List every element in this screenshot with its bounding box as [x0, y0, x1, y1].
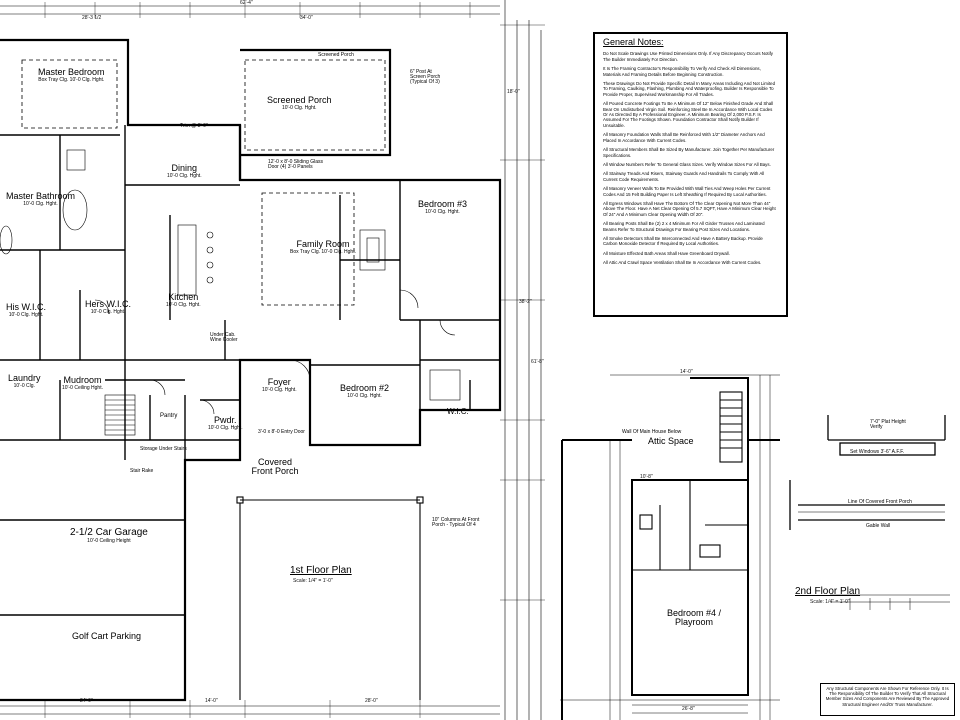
annotation-storage: Storage Under Stairs: [140, 446, 187, 452]
annotation-stair-rake: Stair Rake: [130, 468, 154, 474]
porch-columns: [236, 496, 424, 700]
general-note: All Stairway Treads And Risers, Stairway…: [603, 171, 765, 182]
dimension-right-b: 38'-2": [519, 299, 532, 305]
general-notes-title: General Notes:: [603, 37, 664, 47]
second-floor-plan-scale: Scale: 1/4" = 1'-0": [810, 599, 850, 605]
first-floor-plan-title: 1st Floor Plan: [290, 565, 352, 576]
annotation-columns: 10" Columns At Front Porch - Typical Of …: [432, 517, 480, 528]
annotation-post-note: 6" Post At Screen Porch (Typical Of 3): [410, 69, 441, 85]
annotation-windows-sill: Set Windows 3'-6" A.F.F.: [850, 449, 905, 455]
room-covered-front-porch: Covered Front Porch: [251, 457, 299, 476]
dimension-right-c: 61'-8": [531, 359, 544, 365]
room-attic-space: Attic Space: [648, 436, 694, 446]
dimension-upper-b: 10'-8": [640, 474, 653, 480]
annotation-sliding-door: 12'-0 x 8'-0 Sliding Glass Door (4) 3'-0…: [268, 159, 323, 170]
general-notes-panel: General Notes: Do Not Scale Drawings Use…: [593, 32, 788, 317]
structural-disclaimer: Any Structural Components Are Shown For …: [820, 683, 955, 716]
room-his-wic: His W.I.C.10'-0 Clg. Hght.: [6, 302, 46, 318]
general-note: All Structural Members Shall Be Sized By…: [603, 147, 775, 158]
dimension-bottom-c: 28'-0": [365, 698, 378, 704]
dimension-top-mid: 34'-0": [300, 15, 313, 21]
room-hers-wic: Hers W.I.C.10'-0 Clg. Hght.: [85, 299, 132, 315]
second-floor-plan-title: 2nd Floor Plan: [795, 586, 861, 597]
annotation-under-cab: Under Cab. Wine Cooler: [210, 332, 238, 343]
first-floor-plan-scale: Scale: 1/4" = 1'-0": [293, 578, 333, 584]
general-note: These Drawings Do Not Provide Specific D…: [603, 81, 776, 97]
dimension-bottom-b: 14'-0": [205, 698, 218, 704]
room-bedroom-4-playroom: Bedroom #4 / Playroom: [666, 608, 722, 627]
annotation-entry-door: 3'-0 x 8'-0 Entry Door: [258, 429, 305, 435]
general-note: All Moisture Effected Bath Areas Shall H…: [603, 250, 730, 256]
interior-walls: [0, 125, 500, 616]
room-powder: Pwdr.10'-0 Clg. Hght.: [208, 415, 243, 431]
annotation-gable-wall: Gable Wall: [866, 523, 891, 529]
annotation-trim: Trim @ 3'-0": [180, 123, 208, 129]
gable-wall-detail: [789, 415, 946, 530]
room-golf-cart-parking: Golf Cart Parking: [72, 631, 142, 641]
general-note: It Is The Framing Contractor's Responsib…: [603, 66, 761, 77]
annotation-plate-height: 7'-0" Plat Height Verify: [870, 419, 906, 430]
second-floor-walls: [561, 377, 780, 720]
annotation-line-of-porch: Line Of Covered Front Porch: [848, 499, 912, 505]
dimension-upper-a: 14'-0": [680, 369, 693, 375]
room-pantry: Pantry: [160, 413, 178, 419]
dimension-right-a: 18'-0": [507, 89, 520, 95]
general-note: All Bearing Posts Shall Be (2) 2 x 4 Min…: [603, 221, 765, 232]
dimension-bottom-a: 24'-0": [80, 698, 93, 704]
general-note: All Poured Concrete Footings To Be A Min…: [603, 101, 774, 128]
general-note: All Smoke Detectors Shall Be Interconnec…: [603, 235, 763, 247]
exterior-walls: [0, 38, 502, 702]
general-note: Do Not Scale Drawings Use Printed Dimens…: [603, 51, 773, 62]
general-note: All Masonry Foundation Walls Shall Be Re…: [603, 132, 765, 143]
dimension-top-left: 28'-3 1/2: [82, 15, 102, 21]
general-note: All Masonry Veneer Walls To Be Provided …: [603, 186, 771, 197]
dimension-upper-c: 26'-8": [682, 706, 695, 712]
general-note: All Egress Windows Shall Have The Bottom…: [603, 200, 776, 217]
dimension-lines: [0, 0, 545, 720]
general-note: All Window Numbers Refer To General Glas…: [603, 161, 771, 167]
general-note: All Attic And Crawl Space Ventilation Sh…: [603, 260, 762, 266]
annotation-wall-below: Wall Of Main House Below: [622, 429, 682, 435]
room-wic: W.I.C.: [447, 407, 469, 416]
dimension-overall-top: 62'-4": [240, 0, 253, 6]
annotation-screened-porch: Screened Porch: [318, 52, 354, 58]
